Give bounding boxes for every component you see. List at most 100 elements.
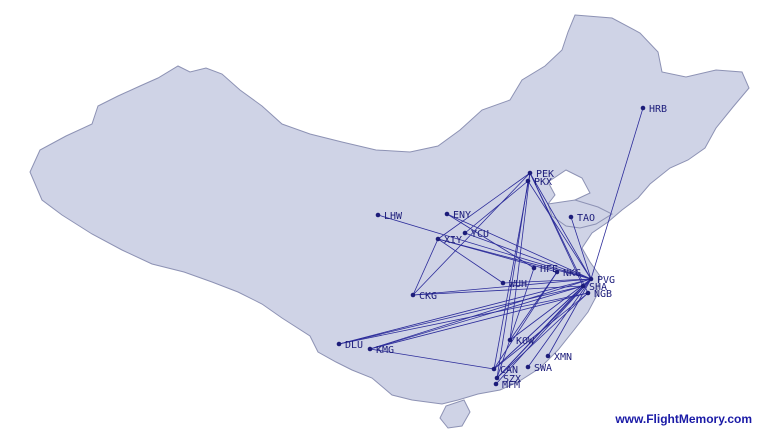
airport-wuh[interactable]: WUH — [500, 279, 527, 290]
airport-dot — [367, 346, 373, 352]
route-xiy-nkg — [437, 238, 558, 273]
airport-can[interactable]: CAN — [491, 365, 518, 376]
airport-label: MFM — [502, 380, 520, 391]
airport-label: CKG — [419, 291, 437, 302]
airport-sha[interactable]: SHA — [580, 282, 607, 293]
airport-dot — [336, 341, 342, 347]
route-kmg-can — [369, 348, 495, 370]
route-ycu-pkx — [464, 180, 529, 234]
airport-hfe[interactable]: HFE — [531, 264, 558, 275]
airport-label: XIY — [444, 235, 462, 246]
airport-hrb[interactable]: HRB — [640, 104, 667, 115]
airport-label: TAO — [577, 213, 595, 224]
airport-dot — [491, 366, 497, 372]
airport-label: YCU — [471, 229, 489, 240]
route-pvg-eny — [446, 213, 592, 280]
airport-dot — [410, 292, 416, 298]
airport-pkx[interactable]: PKX — [525, 177, 552, 188]
airport-dot — [640, 105, 646, 111]
route-pvg-pkx — [527, 180, 592, 280]
flightmemory-credit[interactable]: www.FlightMemory.com — [615, 412, 752, 426]
airport-dot — [531, 265, 537, 271]
airport-dot — [375, 212, 381, 218]
hainan-island — [439, 399, 471, 429]
airport-dot — [525, 364, 531, 370]
airport-dot — [494, 375, 500, 381]
airport-label: SZX — [503, 374, 521, 385]
route-pvg-ycu — [464, 232, 592, 280]
airport-dlu[interactable]: DLU — [336, 340, 363, 351]
airport-nkg[interactable]: NKG — [554, 268, 581, 279]
route-pvg-hrb — [590, 107, 644, 280]
airport-label: XMN — [554, 352, 572, 363]
route-pek-ckg — [412, 172, 531, 296]
airport-lhw[interactable]: LHW — [375, 211, 403, 222]
airport-pvg[interactable]: PVG — [588, 275, 615, 286]
route-pkx-szx — [496, 180, 529, 379]
route-pvg-wuh — [502, 278, 592, 284]
airport-dot — [568, 214, 574, 220]
route-pvg-lhw — [377, 214, 592, 280]
route-ngb-szx — [496, 292, 589, 379]
airport-label: LHW — [384, 211, 403, 222]
route-pvg-pek — [529, 172, 592, 280]
airport-mfm[interactable]: MFM — [493, 380, 520, 391]
airport-dot — [585, 290, 591, 296]
airport-pek[interactable]: PEK — [527, 169, 554, 180]
airport-szx[interactable]: SZX — [494, 374, 521, 385]
route-xiy-ckg — [412, 238, 439, 296]
route-ngb-dlu — [338, 292, 589, 345]
route-pvg-kow — [509, 278, 592, 341]
airport-tao[interactable]: TAO — [568, 213, 595, 224]
route-can-nkg — [493, 271, 558, 370]
airport-kmg[interactable]: KMG — [367, 345, 394, 356]
airport-eny[interactable]: ENY — [444, 210, 471, 221]
airport-label: ENY — [453, 210, 471, 221]
route-pek-xiy — [437, 172, 531, 240]
route-pek-kow — [509, 172, 531, 341]
china-landmass — [29, 14, 750, 405]
route-pvg-tao — [570, 216, 592, 280]
airport-label: HRB — [649, 104, 667, 115]
airport-dot — [493, 381, 499, 387]
airport-label: HFE — [540, 264, 558, 275]
airport-dot — [507, 337, 513, 343]
route-sha-ckg — [412, 285, 584, 296]
airport-ycu[interactable]: YCU — [462, 229, 489, 240]
airport-xmn[interactable]: XMN — [545, 352, 572, 363]
airport-label: PKX — [534, 177, 552, 188]
route-sha-kmg — [369, 285, 584, 350]
route-layer — [338, 107, 644, 385]
route-ngb-pek — [529, 172, 589, 294]
route-sha-can — [493, 285, 584, 370]
route-dlu-sha — [338, 285, 584, 345]
airport-label: KMG — [376, 345, 394, 356]
airport-kow[interactable]: KOW — [507, 336, 535, 347]
airport-label: NGB — [594, 289, 612, 300]
airport-swa[interactable]: SWA — [525, 363, 552, 374]
route-ngb-kmg — [369, 292, 589, 350]
airport-dot — [580, 283, 586, 289]
route-szx-hfe — [496, 267, 535, 379]
route-eny-hfe — [446, 213, 535, 269]
airport-dot — [527, 170, 533, 176]
airport-label: SHA — [589, 282, 607, 293]
route-pvg-dlu — [338, 278, 592, 345]
route-pvg-ckg — [412, 278, 592, 296]
route-xiy-wuh — [437, 238, 504, 284]
route-pvg-xmn — [547, 278, 592, 357]
airport-label: CAN — [500, 365, 518, 376]
airport-ngb[interactable]: NGB — [585, 289, 612, 300]
airport-label: SWA — [534, 363, 552, 374]
airport-label: PEK — [536, 169, 554, 180]
airport-label: KOW — [516, 336, 535, 347]
airport-label: PVG — [597, 275, 615, 286]
land-layer — [29, 14, 750, 429]
route-pvg-kmg — [369, 278, 592, 350]
airport-ckg[interactable]: CKG — [410, 291, 437, 302]
airport-xiy[interactable]: XIY — [435, 235, 462, 246]
airport-dot — [500, 280, 506, 286]
